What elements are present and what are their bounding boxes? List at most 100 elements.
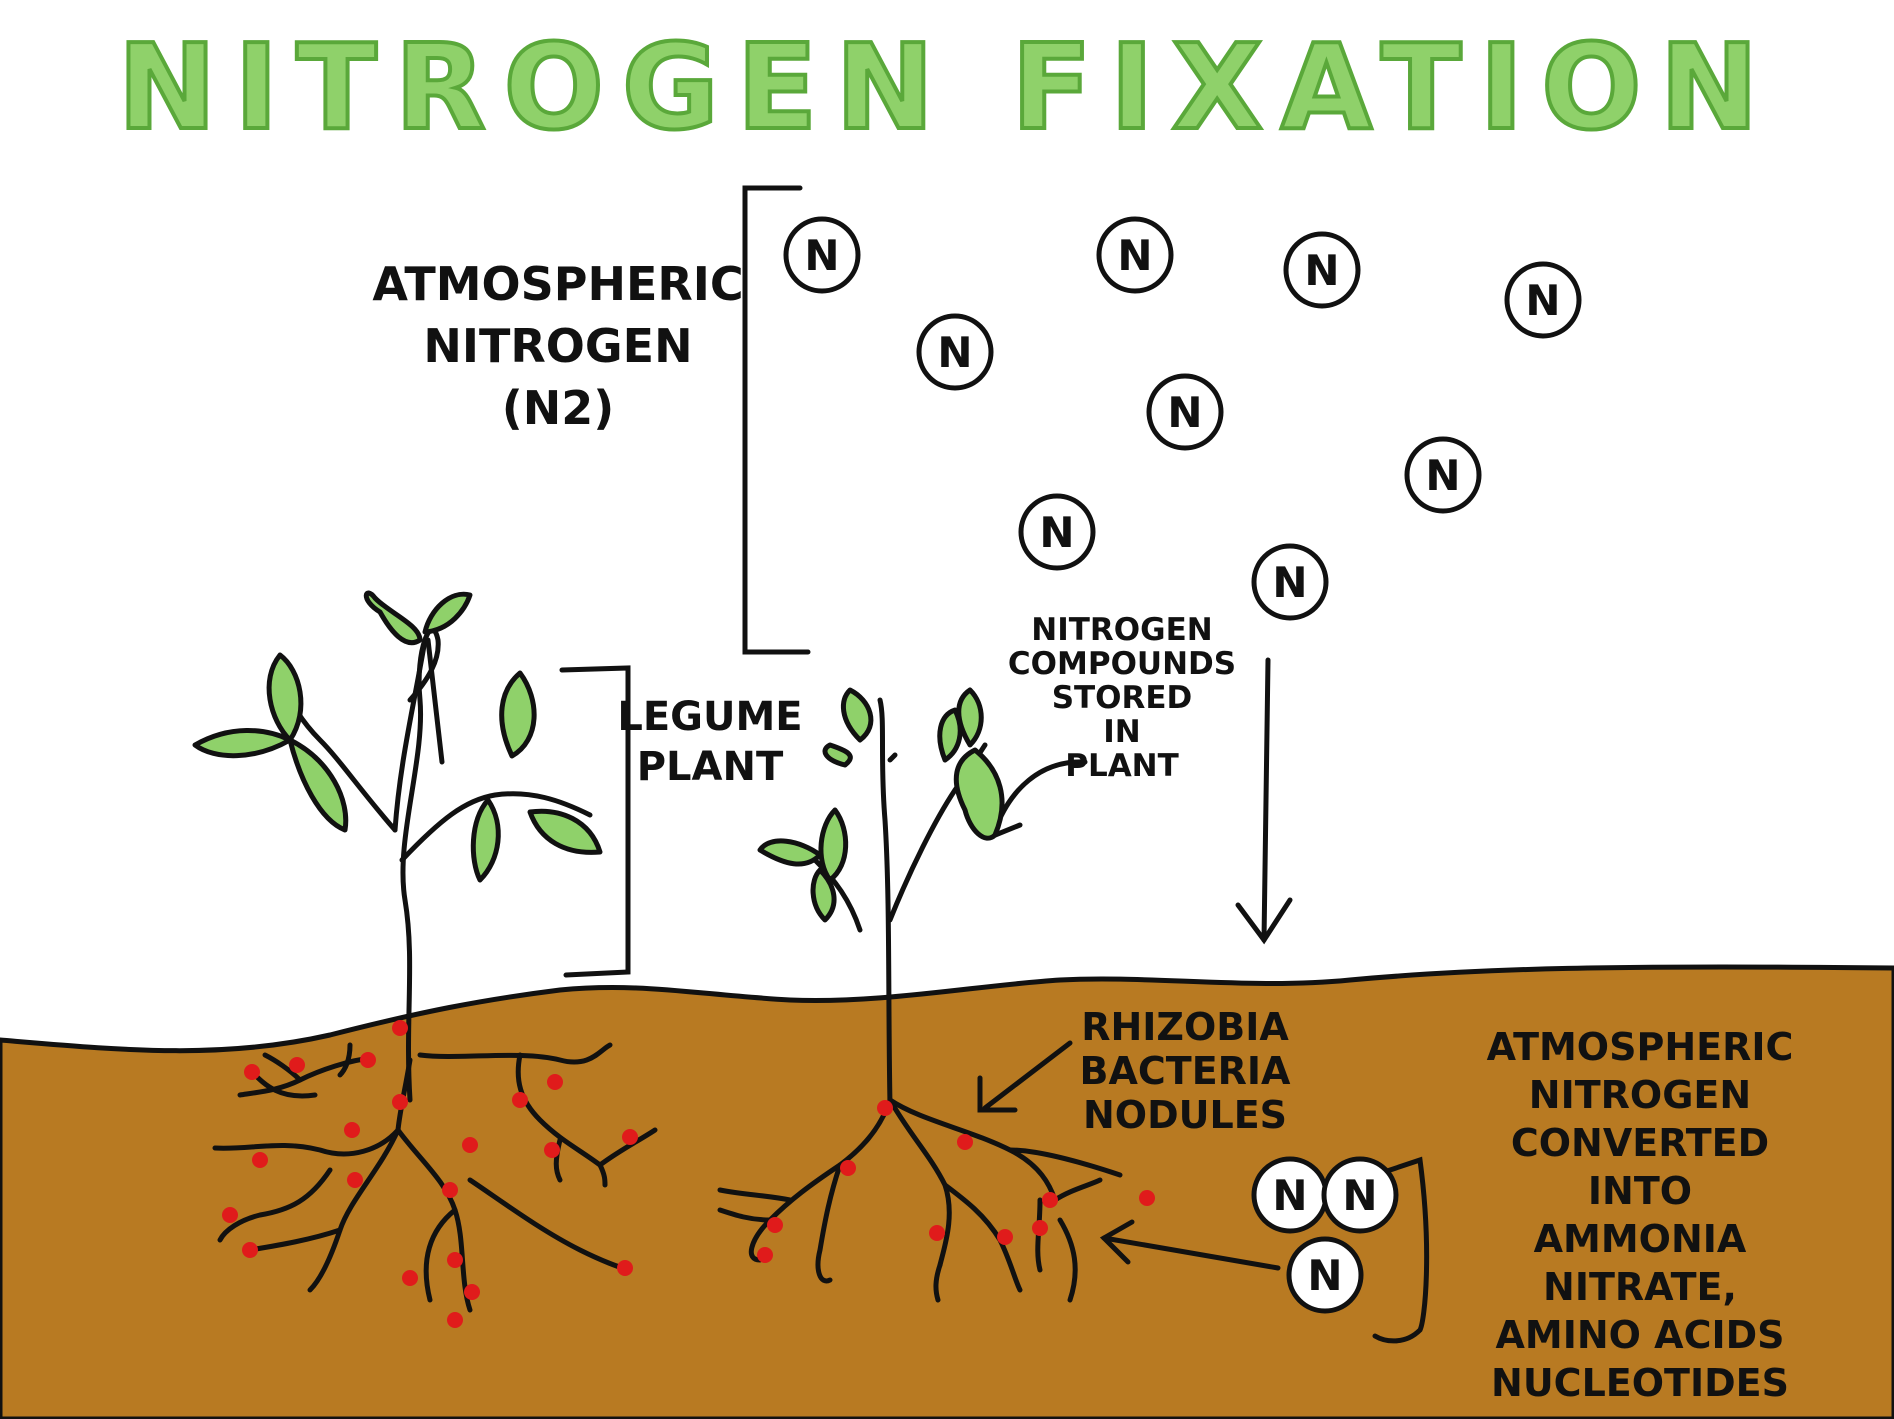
label-line: NODULES (1083, 1093, 1287, 1137)
right-plant-leaves (757, 687, 1005, 923)
label-line: IN (1103, 714, 1140, 750)
label-line: NUCLEOTIDES (1491, 1361, 1789, 1405)
atmospheric-nitrogen-atom: N (1404, 436, 1482, 514)
atmospheric-nitrogen-atom: N (1096, 216, 1174, 294)
atmosphere-bracket (742, 185, 811, 655)
nodule (462, 1137, 478, 1153)
atom-circle (783, 216, 861, 294)
labels: ATMOSPHERICNITROGEN(N2)LEGUMEPLANTNITROG… (372, 257, 1793, 1405)
nodule (344, 1122, 360, 1138)
label-atmospheric-nitrogen: ATMOSPHERIC NITROGEN (N2) (372, 257, 743, 435)
atom-symbol: N (1117, 231, 1152, 280)
label-line: PLANT (637, 744, 784, 790)
atom-circle (1018, 493, 1096, 571)
down-arrow-icon (1235, 657, 1293, 945)
label-line: INTO (1588, 1169, 1692, 1213)
label-line: RHIZOBIA (1081, 1005, 1289, 1049)
atom-symbol: N (1525, 276, 1560, 325)
left-plant-roots (212, 1042, 658, 1313)
nodule (442, 1182, 458, 1198)
left-plant-leaves (192, 590, 603, 883)
plant-bracket (559, 665, 631, 978)
atmospheric-nitrogen-atom: N (1504, 261, 1582, 339)
left-plant (282, 627, 593, 1103)
atom-symbol: N (1039, 508, 1074, 557)
atom-symbol: N (804, 231, 839, 280)
label-line: LEGUME (617, 694, 802, 740)
label-line: (N2) (502, 381, 615, 435)
atom-circle (1251, 543, 1329, 621)
atom-symbol: N (1304, 246, 1339, 295)
nodule (447, 1252, 463, 1268)
label-line: ATMOSPHERIC (372, 257, 743, 311)
atom-symbol: N (1272, 1171, 1307, 1220)
label-line: AMINO ACIDS (1495, 1313, 1784, 1357)
atom-symbol: N (1272, 558, 1307, 607)
nodule (447, 1312, 463, 1328)
atom-circle (1283, 231, 1361, 309)
nodule (547, 1074, 563, 1090)
nodule (1032, 1220, 1048, 1236)
atom-circle (1321, 1156, 1399, 1234)
atom-circle (1096, 216, 1174, 294)
label-line: COMPOUNDS (1008, 646, 1236, 682)
label-line: ATMOSPHERIC (1487, 1025, 1794, 1069)
atom-symbol: N (1342, 1171, 1377, 1220)
atom-symbol: N (1167, 388, 1202, 437)
label-line: NITRATE, (1543, 1265, 1737, 1309)
soil-n-bracket (1357, 1156, 1430, 1344)
nodule (464, 1284, 480, 1300)
soil-nitrogen-atom: N (1251, 1156, 1329, 1234)
soil-nitrogen-atom: N (1321, 1156, 1399, 1234)
nodule (617, 1260, 633, 1276)
atom-circle (1504, 261, 1582, 339)
nodule (512, 1092, 528, 1108)
nodule (1042, 1192, 1058, 1208)
nodule (244, 1064, 260, 1080)
nodule (840, 1160, 856, 1176)
nodule (544, 1142, 560, 1158)
root-nodules (222, 1020, 1155, 1328)
conversion-arrow-icon (1099, 1219, 1281, 1271)
atmospheric-nitrogen-atom: N (916, 313, 994, 391)
right-plant-roots (717, 1097, 1123, 1303)
label-line: NITROGEN (423, 319, 692, 373)
nodule (360, 1052, 376, 1068)
atom-symbol: N (1425, 451, 1460, 500)
label-line: NITROGEN (1031, 612, 1212, 648)
atom-circle (1286, 1236, 1364, 1314)
label-line: NITROGEN (1529, 1073, 1751, 1117)
nodule (289, 1057, 305, 1073)
nodule (767, 1217, 783, 1233)
label-line: CONVERTED (1511, 1121, 1769, 1165)
atom-symbol: N (1307, 1251, 1342, 1300)
nodule (252, 1152, 268, 1168)
atom-circle (916, 313, 994, 391)
nodule (997, 1229, 1013, 1245)
nodule (392, 1094, 408, 1110)
atmospheric-nitrogen-atom: N (783, 216, 861, 294)
nodule (1139, 1190, 1155, 1206)
atom-circle (1404, 436, 1482, 514)
diagram-title: NITROGEN FIXATION (118, 18, 1777, 156)
soil-nitrogen-atom: N (1286, 1236, 1364, 1314)
atmospheric-nitrogen-atom: N (1283, 231, 1361, 309)
label-line: AMMONIA (1534, 1217, 1747, 1261)
label-line: BACTERIA (1080, 1049, 1292, 1093)
nodule (222, 1207, 238, 1223)
nodule (392, 1020, 408, 1036)
atom-circle (1146, 373, 1224, 451)
nodule (402, 1270, 418, 1286)
label-line: STORED (1052, 680, 1193, 716)
atom-symbol: N (937, 328, 972, 377)
label-line: PLANT (1065, 748, 1179, 784)
atmospheric-nitrogen-atom: N (1146, 373, 1224, 451)
atmospheric-nitrogen-atom: N (1018, 493, 1096, 571)
nodule (242, 1242, 258, 1258)
atmospheric-nitrogen-atom: N (1251, 543, 1329, 621)
label-converted: ATMOSPHERICNITROGENCONVERTEDINTOAMMONIAN… (1487, 1025, 1794, 1405)
